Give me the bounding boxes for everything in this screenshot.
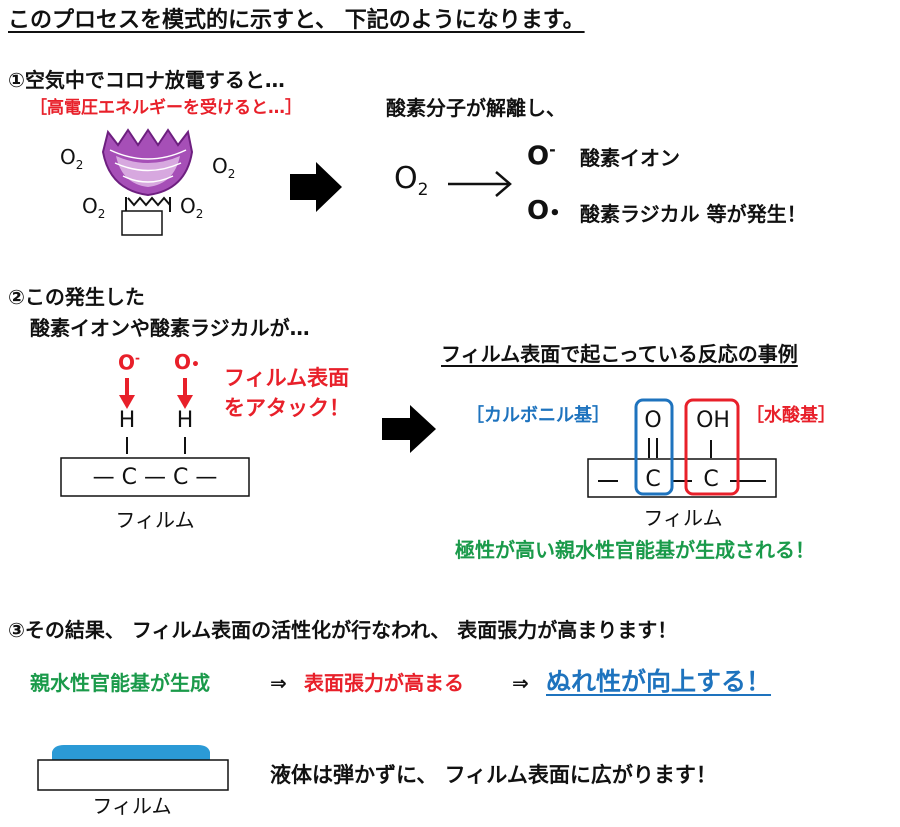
o2-molecule: O2 xyxy=(60,145,84,172)
attacking-radical: O• xyxy=(174,350,200,374)
o2-molecule: O2 xyxy=(82,194,106,221)
carbonyl-highlight xyxy=(634,398,674,496)
hydrogen-atom: H xyxy=(118,408,136,433)
oxygen-ion-symbol: O- xyxy=(527,140,556,172)
step2-heading-line1: ②この発生した xyxy=(8,285,145,309)
step2-heading-line2: 酸素イオンや酸素ラジカルが… xyxy=(30,316,310,340)
hydrogen-atom: H xyxy=(176,408,194,433)
step1-heading: ①空気中でコロナ放電すると… xyxy=(8,68,285,92)
step3-heading: ③その結果、 フィルム表面の活性化が行なわれ、 表面張力が高まります！ xyxy=(8,618,678,642)
o2-molecule: O2 xyxy=(180,194,204,221)
flow-arrow: ⇒ xyxy=(270,671,287,695)
energy-note: ［高電圧エネルギーを受けると…］ xyxy=(30,98,302,118)
corona-discharge-icon xyxy=(101,128,194,236)
oxygen-ion-label: 酸素イオン xyxy=(580,146,680,170)
hydroxyl-group: OH xyxy=(696,408,730,433)
flow-tension: 表面張力が高まる xyxy=(304,671,464,695)
carbon-atom: C xyxy=(703,467,719,492)
attack-arrow-icon xyxy=(177,378,193,409)
film-surface xyxy=(587,458,777,498)
hydroxyl-label: ［水酸基］ xyxy=(746,405,836,426)
page-title: このプロセスを模式的に示すと、 下記のようになります。 xyxy=(8,8,585,33)
result-text: 極性が高い親水性官能基が生成される！ xyxy=(455,538,815,562)
process-arrow-icon xyxy=(290,162,342,212)
attack-text-line2: をアタック！ xyxy=(224,396,350,420)
flow-arrow: ⇒ xyxy=(512,671,529,695)
film-surface xyxy=(37,759,229,791)
attacking-ion: O- xyxy=(118,350,140,375)
film-label: フィルム xyxy=(92,794,172,818)
carbonyl-oxygen: O xyxy=(644,408,662,433)
carbonyl-label: ［カルボニル基］ xyxy=(466,405,610,426)
dissociation-text: 酸素分子が解離し、 xyxy=(386,96,566,120)
liquid-layer xyxy=(52,745,210,760)
oxygen-radical-symbol: O• xyxy=(527,196,561,226)
carbon-chain: — C — C — xyxy=(92,465,218,490)
carbon-atom: C xyxy=(645,467,661,492)
oxygen-radical-label: 酸素ラジカル 等が発生！ xyxy=(580,202,807,226)
reaction-arrow-icon xyxy=(448,171,512,197)
attack-text-line1: フィルム表面 xyxy=(224,366,350,390)
film-surface xyxy=(60,457,250,497)
film-label: フィルム xyxy=(115,508,195,532)
hydroxyl-highlight xyxy=(684,398,740,496)
flow-hydrophilic: 親水性官能基が生成 xyxy=(30,671,210,695)
process-arrow-icon xyxy=(382,405,436,453)
spread-text: 液体は弾かずに、 フィルム表面に広がります！ xyxy=(270,763,717,787)
flow-wettability: ぬれ性が向上する！ xyxy=(546,667,772,696)
example-title: フィルム表面で起こっている反応の事例 xyxy=(441,342,798,366)
film-label: フィルム xyxy=(643,506,723,530)
attack-arrow-icon xyxy=(119,378,135,409)
o2-molecule: O2 xyxy=(212,154,236,181)
o2-reactant: O2 xyxy=(394,161,429,200)
